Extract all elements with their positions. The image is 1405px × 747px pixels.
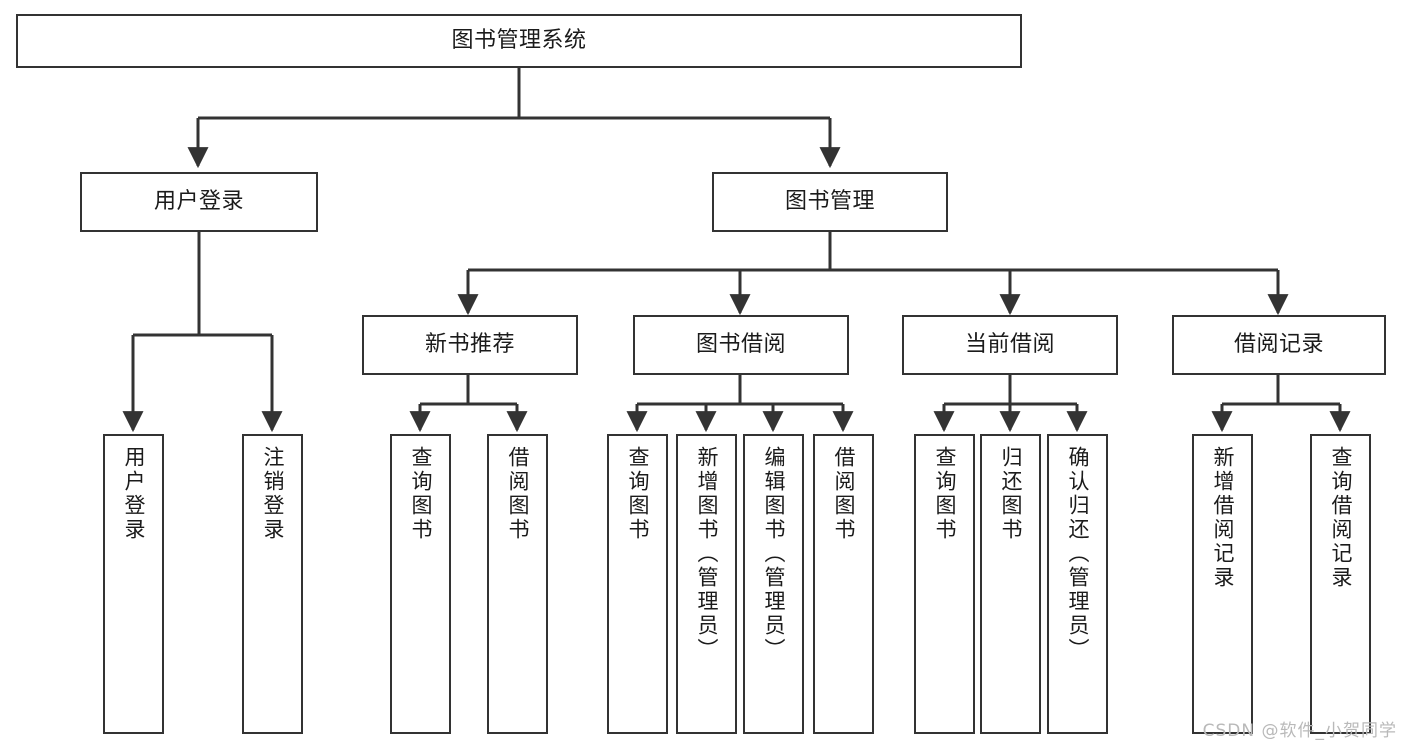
leaf-current-query-book[interactable]: 查询图书 xyxy=(914,434,975,734)
node-label: 编辑图书（管理员） xyxy=(762,446,786,662)
leaf-current-return-book[interactable]: 归还图书 xyxy=(980,434,1041,734)
node-label: 查询图书 xyxy=(933,446,957,542)
node-new-book-recommend[interactable]: 新书推荐 xyxy=(362,315,578,375)
node-root-system[interactable]: 图书管理系统 xyxy=(16,14,1022,68)
node-label: 图书管理 xyxy=(784,189,875,215)
leaf-user-login-logout[interactable]: 注销登录 xyxy=(242,434,303,734)
node-label: 用户登录 xyxy=(153,189,244,215)
node-label: 借阅记录 xyxy=(1233,332,1324,358)
node-label: 图书借阅 xyxy=(695,332,786,358)
node-label: 用户登录 xyxy=(122,446,146,542)
node-label: 注销登录 xyxy=(261,446,285,542)
node-label: 归还图书 xyxy=(999,446,1023,542)
node-book-borrow[interactable]: 图书借阅 xyxy=(633,315,849,375)
node-book-management[interactable]: 图书管理 xyxy=(712,172,948,232)
node-label: 新增借阅记录 xyxy=(1211,446,1235,590)
csdn-watermark: CSDN @软件_小贺同学 xyxy=(1202,721,1397,741)
node-current-borrow[interactable]: 当前借阅 xyxy=(902,315,1118,375)
leaf-borrow-add-book-admin[interactable]: 新增图书（管理员） xyxy=(676,434,737,734)
leaf-current-confirm-return-admin[interactable]: 确认归还（管理员） xyxy=(1047,434,1108,734)
node-label: 查询图书 xyxy=(409,446,433,542)
leaf-recommend-query-book[interactable]: 查询图书 xyxy=(390,434,451,734)
leaf-borrow-borrow-book[interactable]: 借阅图书 xyxy=(813,434,874,734)
leaf-record-query-record[interactable]: 查询借阅记录 xyxy=(1310,434,1371,734)
node-label: 当前借阅 xyxy=(964,332,1055,358)
leaf-record-add-record[interactable]: 新增借阅记录 xyxy=(1192,434,1253,734)
leaf-borrow-query-book[interactable]: 查询图书 xyxy=(607,434,668,734)
node-label: 新增图书（管理员） xyxy=(695,446,719,662)
leaf-user-login-login[interactable]: 用户登录 xyxy=(103,434,164,734)
node-label: 借阅图书 xyxy=(832,446,856,542)
node-label: 查询图书 xyxy=(626,446,650,542)
node-label: 借阅图书 xyxy=(506,446,530,542)
node-label: 确认归还（管理员） xyxy=(1066,446,1090,662)
leaf-borrow-edit-book-admin[interactable]: 编辑图书（管理员） xyxy=(743,434,804,734)
leaf-recommend-borrow-book[interactable]: 借阅图书 xyxy=(487,434,548,734)
node-user-login[interactable]: 用户登录 xyxy=(80,172,318,232)
node-borrow-record[interactable]: 借阅记录 xyxy=(1172,315,1386,375)
node-label: 新书推荐 xyxy=(424,332,515,358)
node-label: 图书管理系统 xyxy=(451,28,587,54)
node-label: 查询借阅记录 xyxy=(1329,446,1353,590)
